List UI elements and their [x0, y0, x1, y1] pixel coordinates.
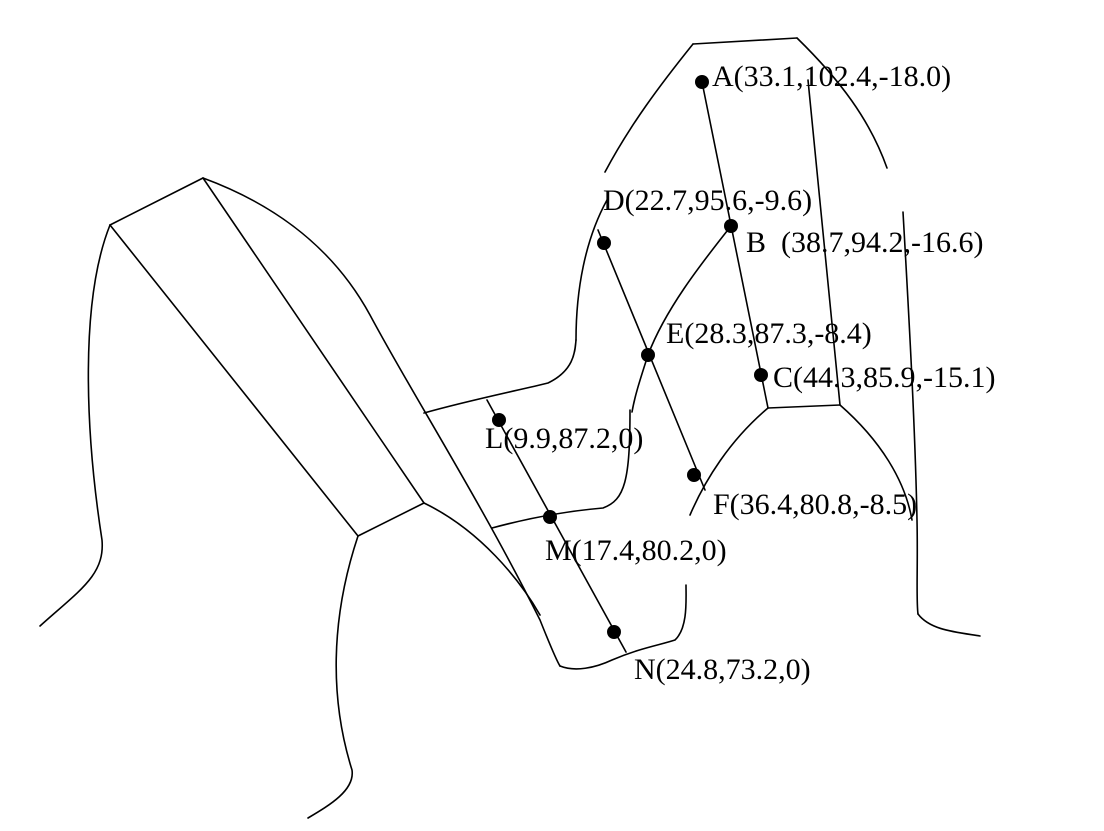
label-F: F(36.4,80.8,-8.5) [713, 488, 917, 521]
curve-E-down [631, 354, 649, 413]
label-C: C(44.3,85.9,-15.1) [773, 361, 995, 394]
line-A-C [701, 81, 769, 409]
right-tooth-right-curve [796, 37, 888, 169]
point-B [724, 219, 738, 233]
label-D: D(22.7,95.6,-9.6) [603, 184, 812, 217]
line-L-N [486, 399, 627, 653]
right-tooth-middle-line [807, 79, 841, 406]
left-tooth-outer-curve [39, 224, 111, 627]
left-tooth-bottom-curve [307, 535, 359, 819]
lower-bridge-bottom [559, 584, 687, 670]
label-N: N(24.8,73.2,0) [634, 653, 811, 686]
right-tooth-right-root [839, 404, 913, 521]
left-tooth-base-edge [357, 502, 425, 537]
center-region [423, 199, 732, 670]
point-C [754, 368, 768, 382]
right-tooth-top-edge [692, 37, 798, 45]
right-tooth-outer-line [902, 211, 919, 615]
lower-bridge-curve [491, 409, 631, 529]
label-M: M(17.4,80.2,0) [545, 534, 727, 567]
label-E: E(28.3,87.3,-8.4) [666, 317, 872, 350]
label-L: L(9.9,87.2,0) [485, 422, 643, 455]
right-tooth-base [767, 404, 841, 409]
point-L [492, 413, 506, 427]
curve-B-E [647, 225, 732, 356]
left-tooth-top-edge [109, 177, 204, 226]
point-E [641, 348, 655, 362]
points [492, 75, 768, 639]
left-tooth-inner-diagonal-1 [109, 224, 359, 537]
labels: A(33.1,102.4,-18.0) B (38.7,94.2,-16.6) … [485, 60, 995, 686]
left-tooth-inner-diagonal-2 [202, 177, 425, 504]
label-B: B (38.7,94.2,-16.6) [746, 226, 983, 259]
right-tooth-left-root [689, 407, 769, 516]
left-tooth-right-curve [202, 177, 561, 667]
right-tooth-foot [917, 613, 981, 637]
label-A: A(33.1,102.4,-18.0) [712, 60, 951, 93]
center-left-edge [575, 199, 608, 341]
upper-bridge-curve [423, 339, 577, 414]
point-N [607, 625, 621, 639]
point-M [543, 510, 557, 524]
fillet-curve [423, 502, 541, 616]
left-tooth-outline [39, 177, 561, 819]
right-tooth-left-curve [604, 43, 694, 173]
point-A [695, 75, 709, 89]
point-D [597, 236, 611, 250]
point-F [687, 468, 701, 482]
right-tooth [604, 37, 981, 637]
